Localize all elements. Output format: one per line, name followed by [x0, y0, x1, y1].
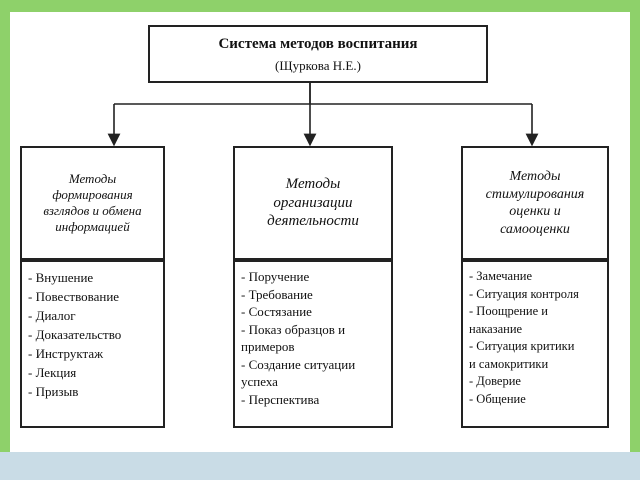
- column-2-list: - Поручение - Требование - Состязание - …: [233, 262, 393, 426]
- column-2-heading-box: [233, 146, 393, 260]
- column-3-list: - Замечание - Ситуация контроля - Поощре…: [461, 262, 609, 426]
- column-1-list-box: [20, 260, 165, 428]
- list-item: и самокритики: [469, 356, 549, 371]
- list-item: - Доверие: [469, 374, 521, 388]
- list-item: наказание: [469, 321, 523, 336]
- list-item: - Создание ситуации: [241, 356, 356, 372]
- column-2-heading-line: организации: [273, 194, 353, 211]
- list-item: - Перспектива: [241, 391, 320, 407]
- column-1-heading-box: [20, 146, 165, 260]
- column-1-list: - Внушение - Повествование - Диалог - До…: [20, 262, 165, 426]
- column-3-heading-line: самооценки: [500, 221, 570, 237]
- column-1-heading-line: Методы: [68, 170, 117, 186]
- column-1-heading-line: формирования: [52, 186, 133, 202]
- list-item: - Инструктаж: [28, 346, 104, 361]
- column-3-heading-line: оценки и: [509, 204, 561, 219]
- column-2-list-box: [233, 260, 393, 428]
- list-item: - Призыв: [28, 384, 79, 399]
- list-item: - Показ образцов и: [241, 321, 346, 337]
- list-item: - Требование: [241, 286, 313, 302]
- column-3-heading-box: [461, 146, 609, 260]
- column-3-list-box: [461, 260, 609, 428]
- list-item: - Поощрение и: [469, 304, 548, 318]
- list-item: примеров: [241, 339, 295, 354]
- column-1-heading-line: информацией: [55, 219, 130, 235]
- column-1-heading: Методы формирования взглядов и обмена ин…: [20, 146, 165, 260]
- diagram-title: Система методов воспитания: [218, 36, 418, 52]
- list-item: - Поручение: [241, 269, 310, 284]
- bottom-band: [0, 452, 640, 480]
- column-2-heading-line: деятельности: [267, 213, 359, 230]
- list-item: - Ситуация критики: [469, 339, 575, 353]
- list-item: - Внушение: [28, 270, 94, 285]
- title-box: Система методов воспитания (Щуркова Н.Е.…: [148, 25, 488, 83]
- right-border-strip: [630, 12, 640, 452]
- top-border-strip: [0, 0, 640, 12]
- column-2-heading-line: Методы: [285, 175, 341, 192]
- list-item: успеха: [241, 374, 278, 389]
- column-3-heading: Методы стимулирования оценки и самооценк…: [461, 146, 609, 260]
- list-item: - Замечание: [469, 269, 533, 283]
- list-item: - Повествование: [28, 289, 120, 304]
- list-item: - Диалог: [28, 308, 76, 323]
- column-3-heading-line: Методы: [509, 169, 561, 184]
- left-border-strip: [0, 12, 10, 452]
- list-item: - Доказательство: [28, 327, 122, 342]
- list-item: - Лекция: [28, 365, 77, 380]
- diagram-subtitle: (Щуркова Н.Е.): [275, 58, 361, 73]
- list-item: - Ситуация контроля: [469, 286, 579, 301]
- column-1-heading-line: взглядов и обмена: [43, 203, 142, 218]
- list-item: - Состязание: [241, 304, 312, 319]
- column-3-heading-line: стимулирования: [485, 186, 585, 202]
- list-item: - Общение: [469, 391, 526, 406]
- column-2-heading: Методы организации деятельности: [233, 146, 393, 260]
